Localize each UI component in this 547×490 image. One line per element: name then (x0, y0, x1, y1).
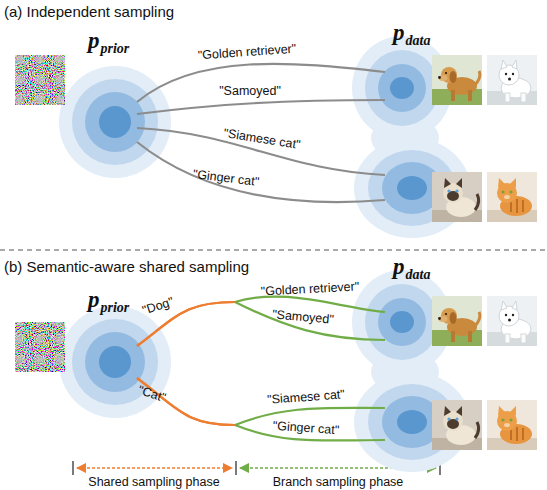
density-ring (378, 298, 426, 346)
symbol-subscript: data (406, 267, 431, 282)
distribution-label: pprior (88, 287, 129, 313)
density-ring (354, 372, 470, 472)
sampling-path (137, 302, 385, 346)
sampling-path (137, 142, 385, 202)
density-ring (85, 332, 145, 392)
edge-label: "Ginger cat" (192, 167, 260, 189)
distribution-blob (345, 32, 475, 242)
density-ring (365, 50, 439, 126)
phase-bracket (77, 467, 232, 469)
density-ring (368, 150, 456, 226)
density-ring (354, 138, 470, 238)
density-ring (382, 162, 442, 214)
edge-label: "Golden retriever" (260, 279, 359, 298)
symbol-letter: p (88, 28, 100, 53)
edge-label: "Golden retriever" (197, 42, 296, 63)
panel-title: (a) Independent sampling (4, 3, 174, 20)
class-label: "Dog" (141, 294, 176, 317)
distribution-blob (345, 266, 475, 476)
phase-label: Shared sampling phase (88, 475, 219, 489)
data-distribution: pdata (385, 296, 425, 444)
dog-photo (487, 296, 537, 346)
density-ring (365, 284, 439, 360)
sampling-trajectory (137, 142, 385, 202)
density-ring (99, 106, 131, 138)
edge-label: "Samoyed" (272, 307, 335, 326)
density-ring (390, 311, 414, 333)
noise-image (15, 55, 65, 105)
symbol-letter: p (393, 20, 405, 45)
edge-label: "Ginger cat" (272, 419, 339, 438)
symbol-subscript: prior (101, 300, 130, 315)
sampling-trajectory (137, 64, 385, 102)
noise-image (15, 322, 65, 372)
prior-distribution: pprior (93, 340, 137, 384)
panel-title: (b) Semantic-aware shared sampling (4, 258, 249, 275)
data-distribution: pdata (385, 62, 425, 210)
edge-label: "Siamese cat" (223, 126, 302, 152)
sampling-trajectory (137, 100, 385, 114)
density-ring (352, 36, 452, 140)
sampling-path (137, 378, 385, 441)
edge-label: "Siamese cat" (267, 387, 345, 406)
density-ring (352, 270, 452, 374)
density-ring (368, 384, 456, 460)
prior-distribution: pprior (93, 100, 137, 144)
cat-photo (487, 172, 537, 222)
dog-photo (487, 55, 537, 105)
sampling-path (137, 378, 385, 425)
density-ring (390, 77, 414, 99)
density-ring (397, 410, 427, 434)
symbol-letter: p (88, 287, 100, 312)
edge-label: "Samoyed" (219, 84, 281, 98)
symbol-subscript: data (406, 33, 431, 48)
sampling-path (137, 64, 385, 102)
panel-divider (0, 249, 547, 250)
sampling-path (137, 100, 385, 114)
density-ring (85, 92, 145, 152)
density-ring (59, 66, 171, 178)
distribution-blob (59, 66, 171, 178)
density-ring (99, 346, 131, 378)
density-ring (382, 396, 442, 448)
symbol-letter: p (393, 254, 405, 279)
distribution-label: pdata (393, 20, 430, 46)
bracket-tick (72, 461, 73, 475)
bracket-tick (235, 461, 236, 475)
phase-label: Branch sampling phase (273, 475, 404, 489)
symbol-subscript: prior (101, 41, 130, 56)
density-ring (397, 176, 427, 200)
density-ring (378, 64, 426, 112)
density-ring (72, 79, 158, 165)
distribution-label: pprior (88, 28, 129, 54)
distribution-label: pdata (393, 254, 430, 280)
density-ring (59, 306, 171, 418)
cat-photo (487, 400, 537, 450)
